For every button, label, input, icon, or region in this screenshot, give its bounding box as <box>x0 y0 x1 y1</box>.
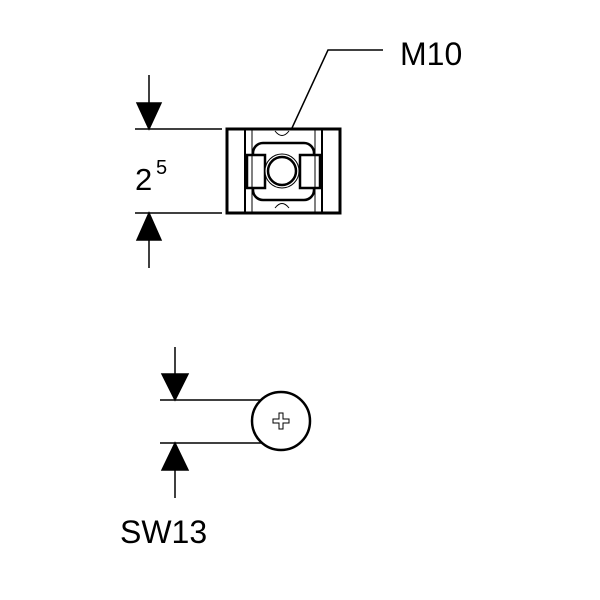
height-dimension <box>135 75 222 268</box>
m10-leader-line <box>291 49 383 129</box>
arrow-down-icon <box>135 102 163 131</box>
screw-head-view <box>160 390 312 452</box>
dimension-superscript: 5 <box>156 157 167 179</box>
thread-label: M10 <box>400 36 462 72</box>
clip-nut-top-view <box>225 127 342 215</box>
dimension-value: 2 <box>135 162 152 197</box>
arrow-up-icon <box>160 441 190 471</box>
phillips-cross-icon <box>272 412 290 430</box>
wrench-dimension <box>160 347 190 498</box>
wrench-size-label: SW13 <box>120 514 207 550</box>
arrow-up-icon <box>135 211 163 241</box>
arrow-down-icon <box>160 373 190 402</box>
